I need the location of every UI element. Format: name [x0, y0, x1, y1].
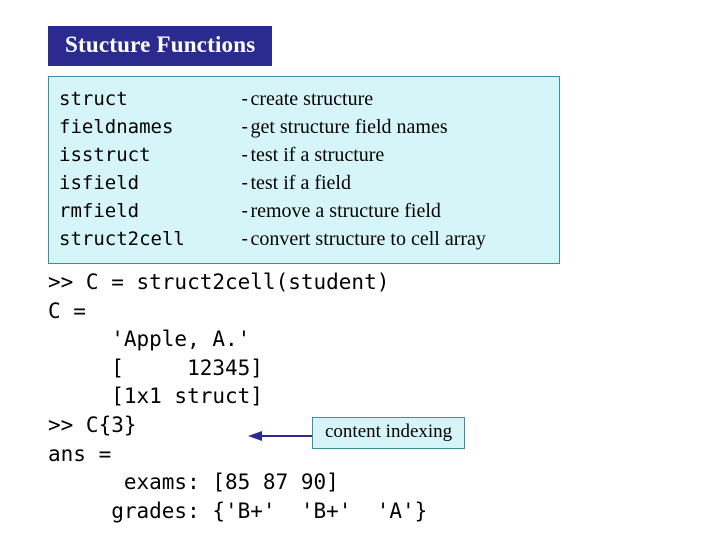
separator-dash: -: [239, 116, 251, 138]
table-row: fieldnames - get structure field names: [59, 113, 486, 141]
table-row: isstruct - test if a structure: [59, 141, 486, 169]
console-line: [ 12345]: [48, 355, 263, 380]
page-title: Stucture Functions: [48, 26, 273, 66]
function-name: rmfield: [59, 200, 140, 222]
callout-content-indexing: content indexing: [312, 417, 466, 449]
function-description: create structure: [250, 88, 374, 110]
function-name: struct2cell: [59, 228, 185, 250]
table-row: rmfield - remove a structure field: [59, 197, 486, 225]
separator-dash: -: [239, 200, 251, 222]
console-line: 'Apple, A.': [48, 327, 251, 352]
function-name: isstruct: [59, 144, 151, 166]
function-description: get structure field names: [250, 116, 448, 138]
table-row: isfield - test if a field: [59, 169, 486, 197]
console-line: ans =: [48, 441, 112, 466]
console-line: >> C = struct2cell(student): [48, 270, 390, 294]
function-description: convert structure to cell array: [250, 228, 486, 250]
callout-label: content indexing: [325, 421, 453, 442]
console-line: [1x1 struct]: [48, 384, 263, 409]
page-title-text: Stucture Functions: [65, 32, 256, 57]
function-description: remove a structure field: [250, 200, 441, 222]
table-row: struct2cell - convert structure to cell …: [59, 225, 486, 253]
separator-dash: -: [239, 228, 251, 250]
console-line: C =: [48, 298, 86, 323]
functions-table: struct - create structure fieldnames - g…: [59, 85, 486, 253]
function-name: fieldnames: [59, 116, 174, 138]
table-row: struct - create structure: [59, 85, 486, 113]
console-line: grades: {'B+' 'B+' 'A'}: [48, 498, 428, 523]
function-name: struct: [59, 88, 128, 110]
console-line: exams: [85 87 90]: [48, 470, 339, 495]
separator-dash: -: [239, 144, 251, 166]
function-name: isfield: [59, 172, 140, 194]
console-line: >> C{3}: [48, 412, 137, 437]
left-arrow-icon: [248, 431, 314, 441]
structure-functions-panel: struct - create structure fieldnames - g…: [48, 76, 560, 264]
console-transcript: >> C = struct2cell(student) C = 'Apple, …: [48, 268, 688, 525]
function-description: test if a structure: [250, 144, 385, 166]
separator-dash: -: [239, 88, 251, 110]
separator-dash: -: [239, 172, 251, 194]
function-description: test if a field: [250, 172, 351, 194]
